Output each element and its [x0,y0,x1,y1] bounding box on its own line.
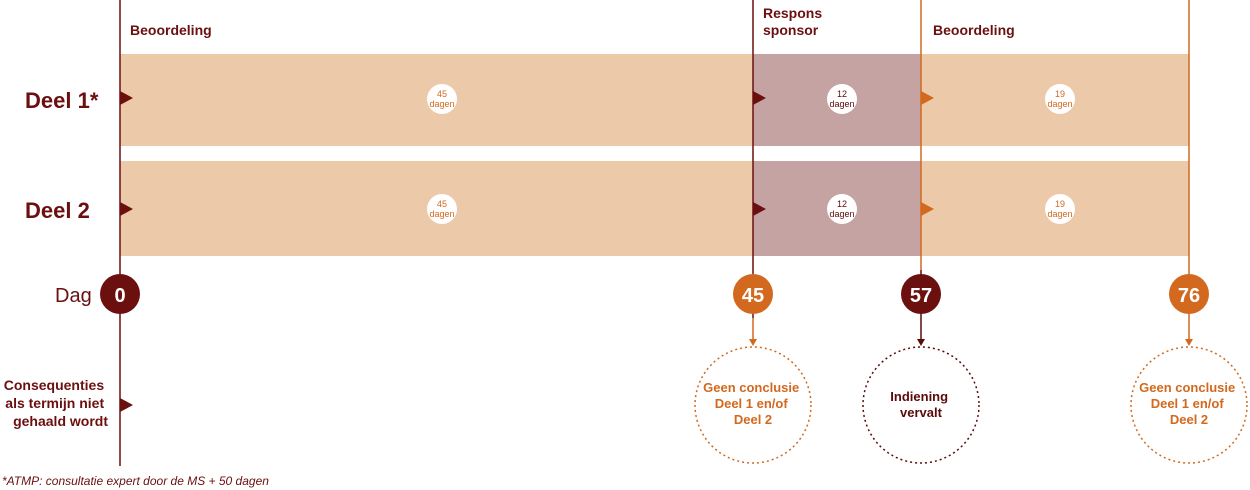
marker-r1-45 [753,91,766,105]
svg-text:dagen: dagen [829,209,854,219]
svg-text:45: 45 [742,285,764,307]
svg-text:dagen: dagen [829,99,854,109]
svg-text:Geen conclusie Deel 1 en: Geen conclusie Deel 1 en/of Deel 2 [703,380,803,427]
arrow-down-57 [917,339,925,346]
svg-text:19: 19 [1055,199,1065,209]
svg-text:45: 45 [437,89,447,99]
band-row-2 [120,161,1189,256]
marker-r2-0 [120,202,133,216]
segment-badge-r1-2: 12 dagen [827,84,857,114]
row-label-2: Deel 2 [25,198,90,223]
segment-badge-r2-1: 45 dagen [427,194,457,224]
svg-text:19: 19 [1055,89,1065,99]
svg-text:0: 0 [114,285,125,307]
milestone-day-0: 0 [100,274,140,314]
milestone-day-45: 45 [733,274,773,314]
svg-text:12: 12 [837,199,847,209]
arrow-down-45 [749,339,757,346]
band-row-1 [120,54,1189,146]
phase-label-2: Respons sponsor [763,5,826,38]
segment-badge-r1-1: 45 dagen [427,84,457,114]
row-label-1: Deel 1* [25,88,99,113]
consequence-day-76: Geen conclusie Deel 1 en/of Deel 2 [1130,346,1248,464]
day-axis-label: Dag [55,285,92,307]
svg-text:Indiening vervalt: Indiening vervalt [890,389,951,420]
marker-r1-0 [120,91,133,105]
marker-r1-57 [921,91,934,105]
phase-label-1: Beoordeling [130,22,212,38]
marker-consequences [120,398,133,412]
svg-text:dagen: dagen [429,99,454,109]
milestone-day-76: 76 [1169,274,1209,314]
footnote: *ATMP: consultatie expert door de MS + 5… [2,474,269,488]
svg-text:dagen: dagen [1047,209,1072,219]
milestone-day-57: 57 [901,274,941,314]
consequence-day-57: Indiening vervalt [862,346,980,464]
svg-text:dagen: dagen [429,209,454,219]
marker-r2-57 [921,202,934,216]
svg-text:76: 76 [1178,285,1200,307]
consequences-label: Consequenties als termijn niet gehaald w… [4,377,109,429]
arrow-down-76 [1185,339,1193,346]
svg-text:57: 57 [910,285,932,307]
segment-badge-r1-3: 19 dagen [1045,84,1075,114]
phase-label-3: Beoordeling [933,22,1015,38]
marker-r2-45 [753,202,766,216]
row-markers [120,91,934,412]
segment-badge-r2-2: 12 dagen [827,194,857,224]
svg-text:45: 45 [437,199,447,209]
svg-text:Geen conclusie Deel 1 en: Geen conclusie Deel 1 en/of Deel 2 [1139,380,1239,427]
svg-text:12: 12 [837,89,847,99]
svg-text:dagen: dagen [1047,99,1072,109]
segment-badge-r2-3: 19 dagen [1045,194,1075,224]
consequence-day-45: Geen conclusie Deel 1 en/of Deel 2 [694,346,812,464]
